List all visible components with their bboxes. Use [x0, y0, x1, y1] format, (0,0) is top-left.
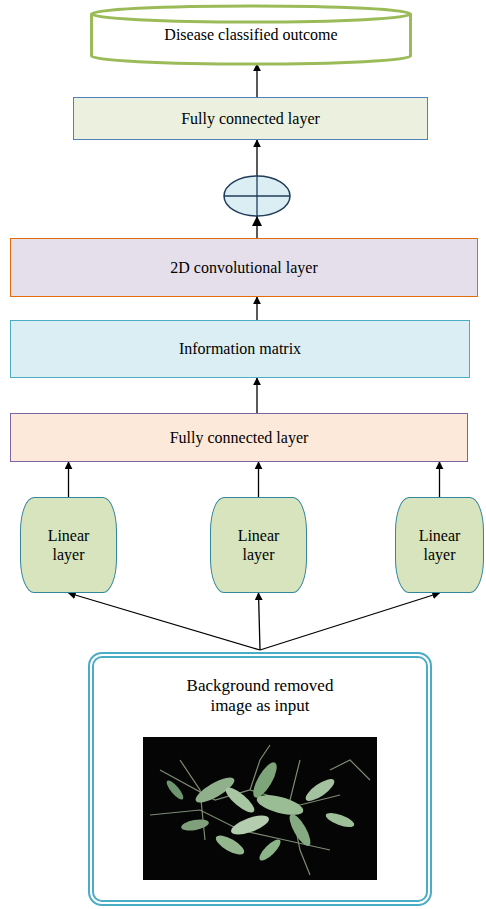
linear-drum: Linear layer — [395, 497, 484, 593]
layer-box: Fully connected layer — [73, 97, 428, 140]
sum-circle — [224, 176, 290, 216]
node-label: Fully connected layer — [170, 428, 309, 447]
node-label: Linear layer — [38, 526, 100, 564]
flow-arrow — [68, 462, 69, 497]
node-label: Background removed image as input — [175, 676, 345, 717]
photo-ground — [143, 737, 377, 880]
layer-box: Fully connected layer — [10, 413, 468, 462]
layer-box: Information matrix — [10, 320, 470, 378]
drum-body — [92, 6, 411, 64]
node-label: Information matrix — [179, 339, 301, 358]
arrow-head — [252, 216, 262, 226]
node-label: 2D convolutional layer — [170, 258, 318, 277]
flow-arrow — [256, 64, 257, 97]
output-drum: Disease classified outcome — [90, 6, 412, 64]
node-label: Linear layer — [409, 526, 471, 564]
flow-arrow — [260, 593, 440, 650]
plant-leaves — [164, 759, 356, 863]
drum-rim — [92, 14, 411, 22]
plus-bar — [256, 176, 257, 216]
node-label: Fully connected layer — [181, 109, 320, 128]
flow-arrow — [256, 297, 257, 320]
node-label: Linear layer — [228, 526, 290, 564]
linear-drum: Linear layer — [210, 497, 307, 593]
flow-arrow — [259, 593, 261, 650]
layer-box: 2D convolutional layer — [10, 238, 478, 297]
flow-arrow — [439, 462, 440, 497]
plant-stems — [150, 745, 370, 875]
flow-arrow — [258, 462, 259, 497]
linear-drum: Linear layer — [20, 497, 117, 593]
flow-arrow — [256, 378, 257, 413]
flow-arrow — [69, 593, 261, 650]
node-label: Disease classified outcome — [164, 25, 337, 44]
input-box: Background removed image as input — [88, 652, 432, 906]
